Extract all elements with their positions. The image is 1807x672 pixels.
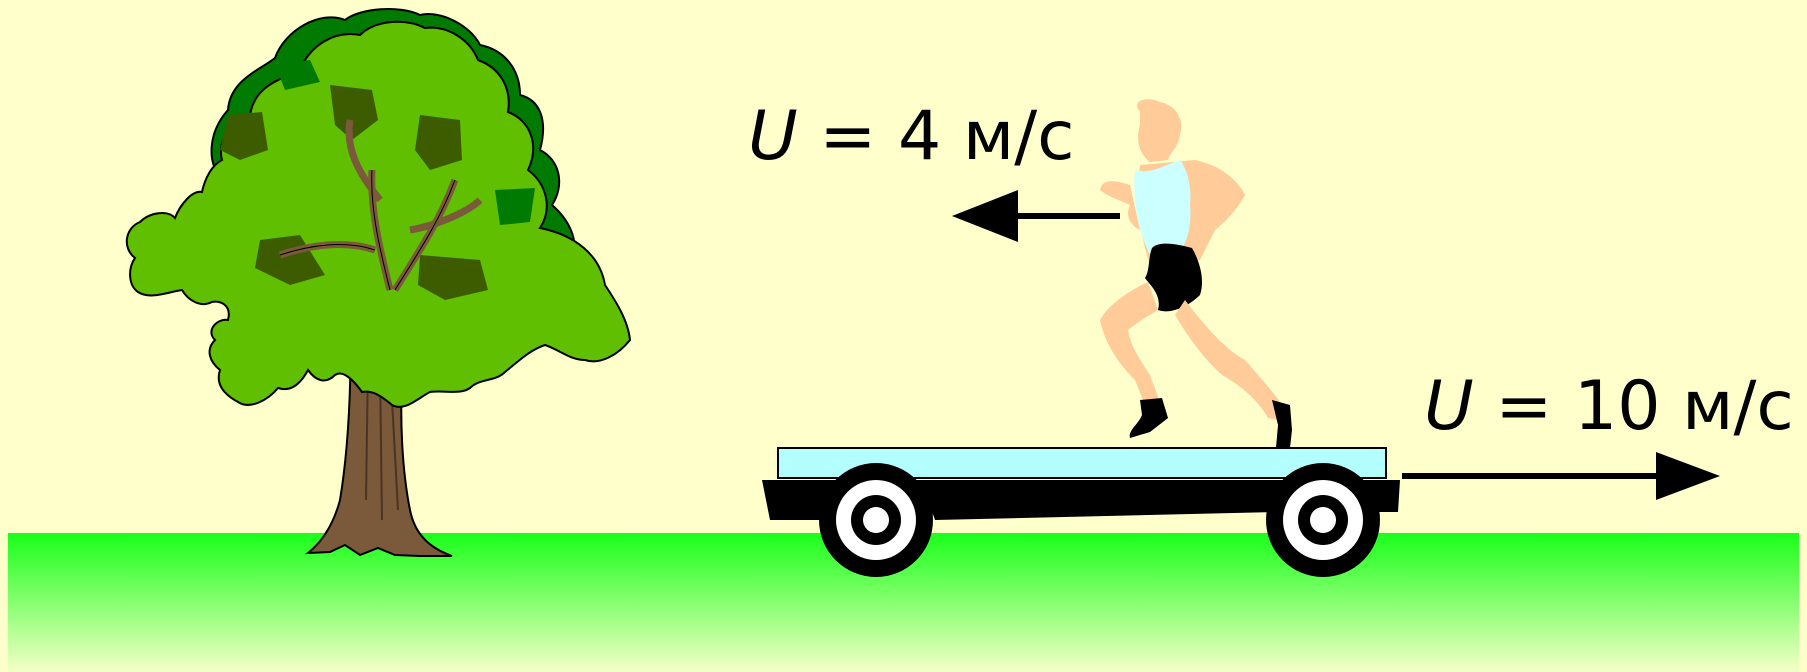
cart-velocity-unit: м/с bbox=[1682, 367, 1794, 446]
cart-velocity-variable: U bbox=[1424, 367, 1474, 446]
runner-shirt bbox=[1134, 160, 1191, 255]
cart-wheel-right bbox=[1266, 463, 1380, 577]
arrow-right-icon bbox=[1402, 452, 1720, 500]
cart-velocity-equals: = bbox=[1495, 367, 1553, 446]
runner-velocity-value: 4 bbox=[898, 97, 942, 176]
cart-velocity-label: U = 10 м/с bbox=[1424, 373, 1794, 441]
cart-icon bbox=[762, 447, 1400, 577]
runner-velocity-variable: U bbox=[748, 97, 798, 176]
runner-velocity-label: U = 4 м/с bbox=[748, 103, 1075, 171]
runner-velocity-equals: = bbox=[819, 97, 877, 176]
cart-velocity-value: 10 bbox=[1574, 367, 1661, 446]
runner-icon bbox=[1100, 99, 1292, 448]
cart-wheel-left bbox=[819, 463, 933, 577]
arrow-left-icon bbox=[952, 190, 1120, 242]
tree-icon bbox=[125, 7, 632, 557]
runner-shorts bbox=[1145, 243, 1203, 312]
runner-velocity-unit: м/с bbox=[962, 97, 1075, 176]
